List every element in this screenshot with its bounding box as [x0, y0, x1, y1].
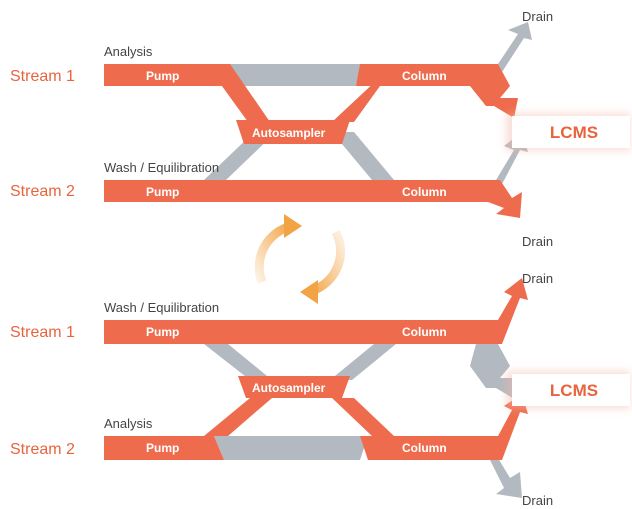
- autosampler-block: [238, 376, 350, 398]
- column-label-1: Column: [402, 69, 447, 83]
- autosampler-label: Autosampler: [252, 381, 326, 395]
- active-diag-right: [332, 398, 394, 436]
- drain-label-1: Drain: [522, 271, 553, 286]
- pump-label-2: Pump: [146, 185, 179, 199]
- inactive-drain-arrow-up: [476, 22, 532, 72]
- stream1-mode: Wash / Equilibration: [104, 300, 219, 315]
- stream1-pump-band: [104, 320, 490, 344]
- lcms-box-top: LCMS: [506, 113, 630, 151]
- drain-label-2: Drain: [522, 234, 553, 249]
- inactive-diag-left: [204, 344, 272, 380]
- inactive-bypass: [212, 64, 368, 86]
- column-label-1: Column: [402, 325, 447, 339]
- column-band-1: [356, 64, 496, 86]
- panel-top: LCMS Analysis Stream 1 Pump Column Autos…: [10, 9, 630, 249]
- active-diag-left: [204, 398, 272, 436]
- inactive-bypass: [214, 436, 368, 460]
- swap-cycle-icon: [254, 214, 346, 304]
- column-label-2: Column: [402, 185, 447, 199]
- lcms-arrow-active: [470, 64, 518, 118]
- stream2-mode: Wash / Equilibration: [104, 160, 219, 175]
- drain-label-1: Drain: [522, 9, 553, 24]
- stream1-pump-band: [104, 64, 226, 86]
- drain-arrow-2: [478, 180, 522, 218]
- column-band-2: [360, 436, 490, 460]
- stream2-pump-band: [104, 436, 224, 460]
- active-diag-left: [206, 64, 270, 122]
- inactive-diag-right: [330, 344, 396, 380]
- active-paths: [104, 278, 528, 460]
- stream2-label: Stream 2: [10, 183, 75, 200]
- pump-label-1: Pump: [146, 325, 179, 339]
- stream2-label: Stream 2: [10, 441, 75, 458]
- stream1-label: Stream 1: [10, 324, 75, 341]
- pump-label-2: Pump: [146, 441, 179, 455]
- pump-label-1: Pump: [146, 69, 179, 83]
- inactive-drain-arrow: [476, 458, 522, 498]
- stream2-mode: Analysis: [104, 416, 153, 431]
- lcms-label: LCMS: [550, 123, 598, 142]
- column-label-2: Column: [402, 441, 447, 455]
- panel-bottom: LCMS Drain Wash / Equilibration Stream 1…: [10, 271, 630, 508]
- lcms-label: LCMS: [550, 381, 598, 400]
- autosampler-block: [236, 120, 350, 144]
- lcms-arrow-up: [474, 394, 528, 460]
- stream2-pump-band: [104, 180, 490, 202]
- inactive-diag-right: [332, 132, 394, 180]
- active-paths: [104, 64, 522, 218]
- stream1-mode: Analysis: [104, 44, 153, 59]
- autosampler-label: Autosampler: [252, 126, 326, 140]
- lcms-box-bottom: LCMS: [506, 371, 630, 409]
- drain-label-2: Drain: [522, 493, 553, 508]
- inactive-paths: [204, 344, 522, 498]
- stream1-label: Stream 1: [10, 68, 75, 85]
- drain-arrow-up: [474, 278, 528, 344]
